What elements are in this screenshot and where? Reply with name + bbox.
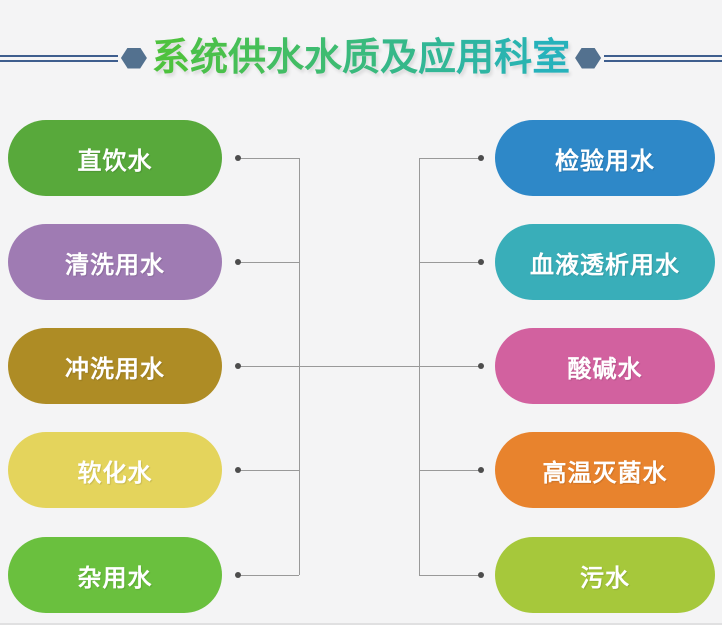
- node-label: 冲洗用水: [65, 354, 165, 383]
- title-rule-left: [0, 54, 118, 62]
- node-label: 清洗用水: [65, 250, 165, 279]
- connector-row-left: [238, 575, 299, 576]
- title-bar: 系统供水水质及应用科室: [0, 30, 722, 86]
- right-node-2: 血液透析用水: [495, 224, 715, 300]
- title-char: 水: [303, 35, 342, 80]
- node-label: 直饮水: [77, 146, 153, 175]
- connector-dot-left: [235, 467, 241, 473]
- connector-row-right: [419, 158, 481, 159]
- connector-row-left: [238, 262, 299, 263]
- connector-dot-left: [235, 259, 241, 265]
- node-label: 检验用水: [555, 146, 655, 175]
- title-char: 及: [380, 35, 419, 80]
- node-label: 酸碱水: [567, 354, 643, 383]
- connector-dot-right: [478, 155, 484, 161]
- connector-row-left: [238, 158, 299, 159]
- connector-dot-right: [478, 363, 484, 369]
- left-node-2: 清洗用水: [8, 224, 222, 300]
- left-node-1: 直饮水: [8, 120, 222, 196]
- node-label: 污水: [580, 563, 630, 592]
- connector-dot-left: [235, 572, 241, 578]
- connector-row-right: [419, 262, 481, 263]
- connector-dot-right: [478, 467, 484, 473]
- right-node-3: 酸碱水: [495, 328, 715, 404]
- right-node-1: 检验用水: [495, 120, 715, 196]
- title-char: 统: [189, 35, 228, 80]
- title-char: 科: [494, 35, 533, 80]
- node-label: 血液透析用水: [530, 250, 680, 279]
- left-node-4: 软化水: [8, 432, 222, 508]
- title-char: 供: [227, 35, 266, 80]
- right-node-5: 污水: [495, 537, 715, 613]
- connector-dot-left: [235, 155, 241, 161]
- connector-row-left: [238, 470, 299, 471]
- title-char: 质: [342, 35, 381, 80]
- connector-dot-right: [478, 259, 484, 265]
- right-node-4: 高温灭菌水: [495, 432, 715, 508]
- title-char: 水: [265, 35, 304, 80]
- node-label: 高温灭菌水: [542, 458, 668, 487]
- connector-dot-right: [478, 572, 484, 578]
- hexagon-icon: [575, 47, 602, 69]
- left-node-5: 杂用水: [8, 537, 222, 613]
- connector-row-full: [238, 366, 481, 367]
- connector-row-right: [419, 575, 481, 576]
- title-char: 用: [456, 35, 495, 80]
- title-char: 系: [151, 35, 190, 80]
- hexagon-icon: [120, 47, 147, 69]
- title-char: 应: [418, 35, 457, 80]
- node-label: 软化水: [77, 458, 153, 487]
- page-title: 系统供水水质及应用科室: [150, 35, 572, 80]
- node-label: 杂用水: [77, 563, 153, 592]
- title-char: 室: [532, 35, 571, 80]
- connector-row-right: [419, 470, 481, 471]
- left-node-3: 冲洗用水: [8, 328, 222, 404]
- connector-dot-left: [235, 363, 241, 369]
- title-rule-right: [604, 54, 722, 62]
